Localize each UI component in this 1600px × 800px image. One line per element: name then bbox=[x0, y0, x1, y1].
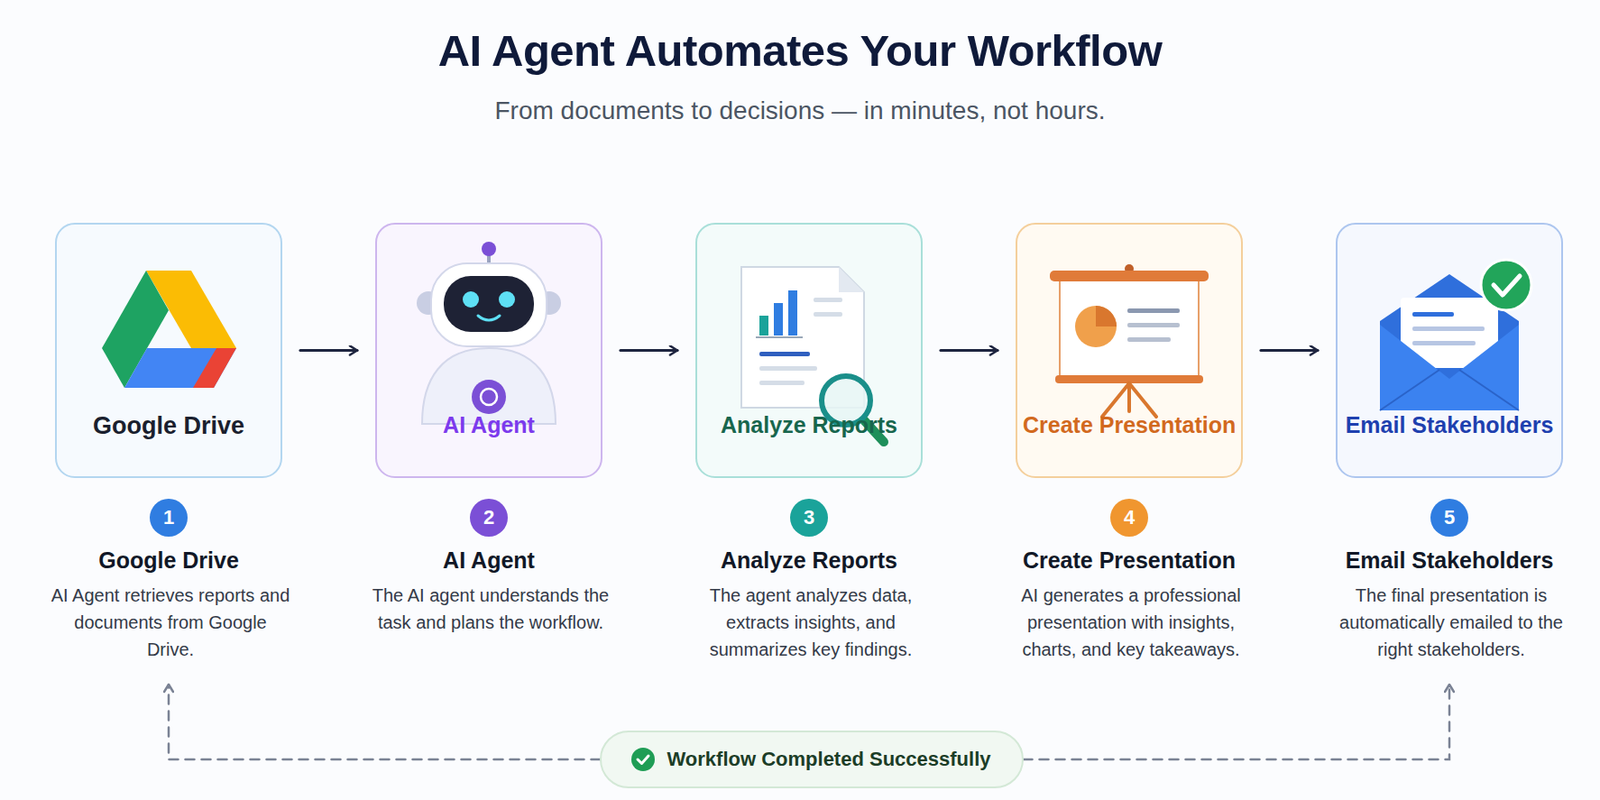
card-label: Google Drive bbox=[62, 412, 276, 441]
icon-shape bbox=[1127, 383, 1132, 412]
icon-shape bbox=[759, 315, 769, 336]
icon-shape bbox=[838, 266, 865, 293]
step-number-text: 4 bbox=[1123, 505, 1135, 530]
step-heading: AI Agent bbox=[340, 547, 637, 574]
icon-shape bbox=[788, 290, 798, 336]
icon-shape bbox=[1379, 369, 1519, 411]
icon-shape bbox=[1335, 222, 1564, 479]
icon-shape bbox=[1075, 305, 1117, 348]
icon-shape bbox=[1412, 326, 1485, 332]
icon-shape bbox=[759, 351, 810, 357]
icon-shape bbox=[1059, 277, 1199, 378]
card-label: AI Agent bbox=[382, 412, 596, 439]
step-number-text: 3 bbox=[803, 505, 815, 530]
step-number: 5 bbox=[1430, 498, 1469, 537]
presentation-icon bbox=[1049, 264, 1209, 417]
path-shape bbox=[637, 755, 649, 764]
step-heading: Google Drive bbox=[20, 547, 317, 574]
envelope-icon bbox=[1379, 259, 1532, 411]
icon-shape bbox=[375, 222, 603, 479]
step-description: The AI agent understands the task and pl… bbox=[369, 581, 612, 636]
step-number: 1 bbox=[149, 498, 188, 537]
diagram-title: AI Agent Automates Your Workflow bbox=[0, 25, 1600, 76]
icon-shape bbox=[759, 366, 818, 371]
card-label: Create Presentation bbox=[1022, 412, 1236, 439]
icon-shape bbox=[1412, 312, 1454, 317]
process-card: AI AgentAI AgentThe AI agent understands… bbox=[375, 222, 603, 479]
flow-arrow bbox=[1260, 349, 1318, 352]
icon-shape bbox=[1095, 305, 1117, 327]
icon-shape bbox=[813, 297, 843, 303]
process-card: Analyze ReportsAnalyze ReportsThe agent … bbox=[695, 222, 923, 479]
process-card: Email StakeholdersEmail StakeholdersThe … bbox=[1335, 222, 1564, 479]
icon-shape bbox=[1127, 337, 1171, 342]
flow-arrow bbox=[620, 349, 678, 352]
step-heading: Create Presentation bbox=[981, 547, 1278, 574]
step-heading: Analyze Reports bbox=[661, 547, 957, 574]
icon-shape bbox=[1412, 340, 1476, 346]
circle-shape bbox=[631, 747, 655, 772]
icon-shape bbox=[193, 348, 237, 388]
status-pill: Workflow Completed Successfully bbox=[599, 730, 1023, 789]
icon-shape bbox=[1127, 308, 1180, 313]
robot-icon bbox=[416, 241, 561, 424]
feedback-connector bbox=[1023, 684, 1451, 760]
step-number: 2 bbox=[469, 498, 508, 537]
icon-shape bbox=[481, 241, 497, 257]
icon-shape bbox=[431, 263, 547, 347]
icon-shape bbox=[773, 303, 783, 336]
icon-shape bbox=[462, 291, 479, 308]
icon-shape bbox=[443, 275, 534, 332]
icon-shape bbox=[124, 348, 237, 388]
step-number-text: 1 bbox=[163, 505, 175, 530]
icon-shape bbox=[755, 336, 803, 339]
process-card: Create PresentationCreate PresentationAI… bbox=[1015, 222, 1243, 479]
icon-shape bbox=[480, 388, 497, 405]
icon-shape bbox=[759, 380, 805, 386]
icon-shape bbox=[1493, 275, 1520, 295]
icon-shape bbox=[695, 222, 923, 479]
drive-logo bbox=[101, 270, 237, 388]
icon-shape bbox=[55, 222, 283, 479]
step-number: 4 bbox=[1110, 498, 1149, 537]
process-card: Google DriveGoogle DriveAI Agent retriev… bbox=[55, 222, 283, 479]
icon-shape bbox=[1102, 383, 1130, 417]
subtitle: From documents to decisions — in minutes… bbox=[0, 96, 1600, 126]
card-label: Email Stakeholders bbox=[1342, 412, 1556, 439]
step-number-text: 5 bbox=[1443, 505, 1455, 530]
icon-shape bbox=[1127, 322, 1180, 328]
icon-shape bbox=[498, 291, 515, 308]
status-text: Workflow Completed Successfully bbox=[666, 747, 991, 772]
icon-shape bbox=[1015, 222, 1243, 479]
step-description: AI generates a professional presentation… bbox=[1010, 581, 1252, 663]
flow-arrow bbox=[940, 349, 998, 352]
check-icon bbox=[630, 746, 656, 773]
feedback-connector bbox=[168, 684, 600, 760]
icon-shape bbox=[813, 312, 843, 317]
step-description: The final presentation is automatically … bbox=[1330, 581, 1573, 663]
step-number-text: 2 bbox=[483, 505, 495, 530]
step-heading: Email Stakeholders bbox=[1301, 547, 1598, 574]
step-description: The agent analyzes data, extracts insigh… bbox=[689, 581, 932, 663]
icon-shape bbox=[478, 315, 500, 321]
icon-shape bbox=[1480, 259, 1532, 311]
flow-arrow bbox=[300, 349, 358, 352]
step-description: AI Agent retrieves reports and documents… bbox=[49, 581, 292, 663]
icon-shape bbox=[1049, 270, 1209, 282]
icon-shape bbox=[1379, 324, 1519, 411]
card-fills bbox=[55, 222, 1564, 479]
step-number: 3 bbox=[790, 498, 828, 537]
card-label: Analyze Reports bbox=[702, 412, 916, 439]
icon-shape bbox=[471, 379, 506, 414]
icon-shape bbox=[1129, 383, 1157, 417]
